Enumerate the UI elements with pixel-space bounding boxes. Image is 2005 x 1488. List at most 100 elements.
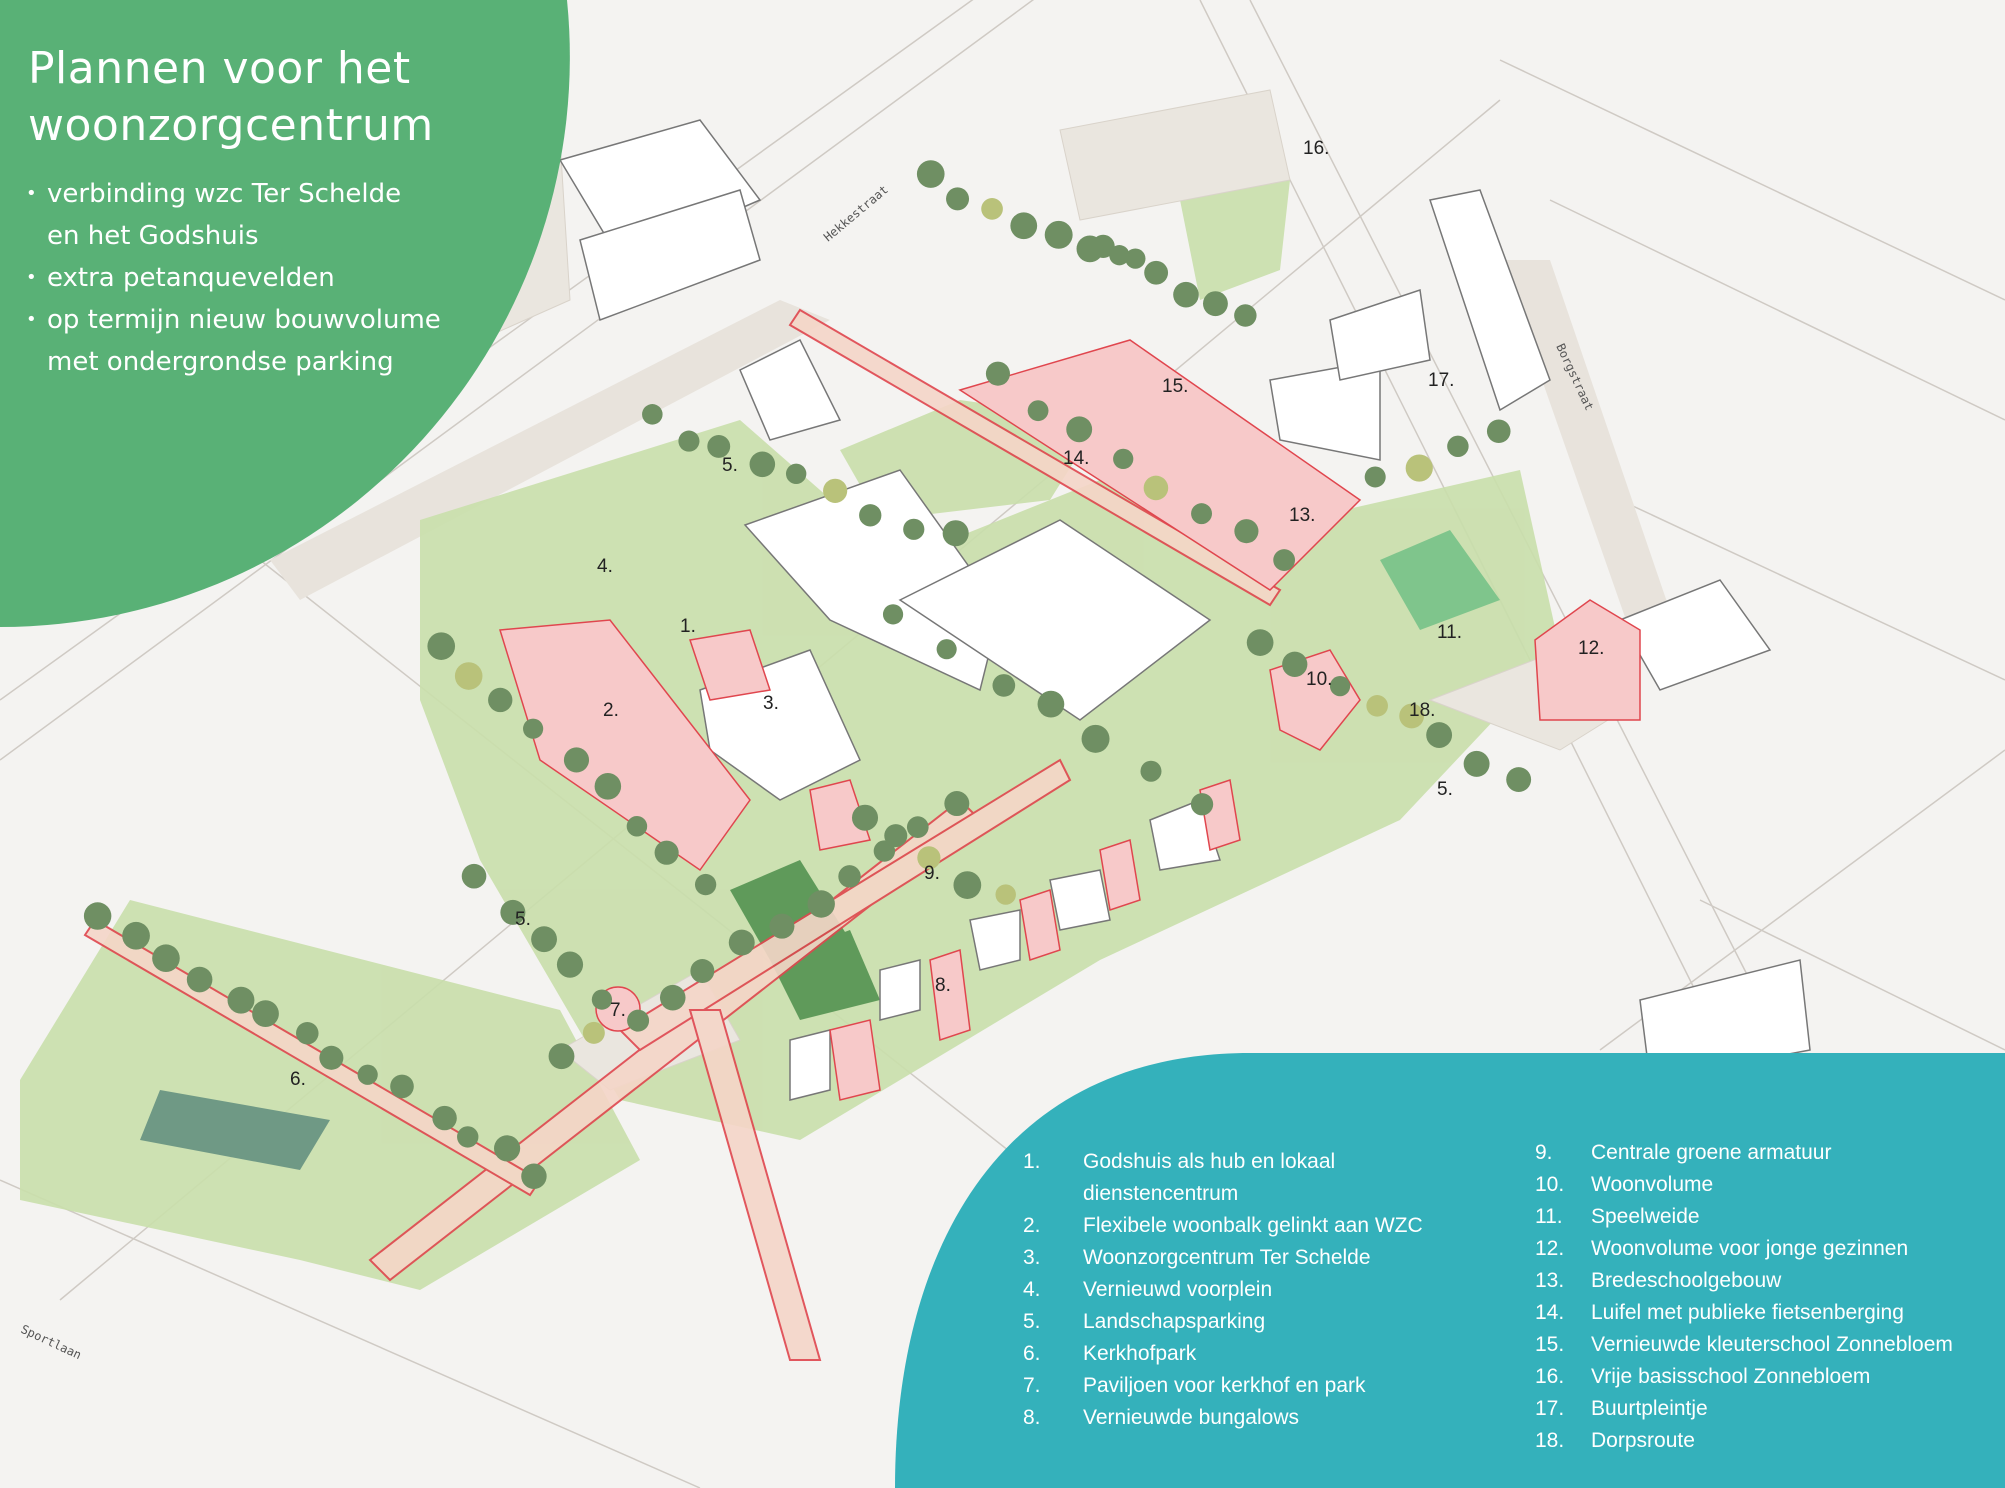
tree-icon: [1273, 549, 1296, 571]
tree-icon: [1405, 454, 1433, 482]
map-label-8: 8.: [935, 975, 951, 996]
tree-icon: [659, 984, 686, 1011]
tree-icon: [882, 604, 904, 625]
legend-text: Landschapsparking: [1083, 1310, 1266, 1333]
legend-text: Buurtpleintje: [1591, 1397, 1708, 1420]
map-label-5b: 5.: [515, 909, 531, 930]
tree-icon: [851, 804, 879, 831]
legend-text: Bredeschoolgebouw: [1591, 1269, 1782, 1292]
map-label-1: 1.: [680, 616, 696, 637]
map-label-13: 13.: [1289, 505, 1315, 526]
tree-icon: [390, 1074, 414, 1099]
map-label-5a: 5.: [722, 455, 738, 476]
tree-icon: [936, 639, 957, 660]
proposed-buildings: [499, 339, 1641, 1101]
tree-icon: [1113, 448, 1134, 470]
intro-panel-shape: [0, 0, 570, 627]
tree-icon: [707, 434, 731, 458]
tree-icon: [500, 899, 526, 925]
bullet-item: •extra petanquevelden: [26, 257, 507, 299]
tree-icon: [642, 404, 663, 425]
legend-text: Vernieuwde bungalows: [1083, 1406, 1299, 1429]
legend-item: 13.Bredeschoolgebouw: [1535, 1265, 1953, 1297]
map-label-18: 18.: [1409, 700, 1435, 721]
map-label-6: 6.: [290, 1069, 306, 1090]
tree-icon: [1173, 281, 1199, 308]
tree-icon: [563, 747, 590, 773]
tree-icon: [728, 929, 755, 956]
tree-icon: [1144, 260, 1169, 285]
tree-icon: [521, 1163, 547, 1189]
legend-text: Godshuis als hub en lokaal dienstencentr…: [1083, 1150, 1336, 1205]
tree-icon: [690, 959, 715, 983]
tree-icon: [1191, 503, 1213, 525]
tree-icon: [556, 951, 584, 978]
map-label-4: 4.: [597, 556, 613, 577]
legend-item: 9.Centrale groene armatuur: [1535, 1137, 1953, 1169]
legend-number: 11.: [1535, 1205, 1563, 1228]
legend-item: 11. Speelweide: [1535, 1201, 1953, 1233]
tree-icon: [981, 198, 1003, 220]
legend-number: 1.: [1023, 1150, 1041, 1173]
legend-item: 6.Kerkhofpark: [1023, 1338, 1443, 1370]
trees: [83, 160, 1532, 1189]
tree-icon: [694, 873, 717, 896]
tree-icon: [1109, 245, 1130, 266]
tree-icon: [83, 902, 112, 930]
legend-number: 5.: [1023, 1310, 1041, 1333]
tree-icon: [946, 187, 970, 211]
legend-number: 8.: [1023, 1406, 1041, 1429]
intro-bullet-list: • verbinding wzc Ter Schelde en het Godshu…: [26, 173, 507, 383]
bullet-item: • verbinding wzc Ter Schelde en het Godshu…: [26, 173, 507, 257]
legend-number: 18.: [1535, 1429, 1565, 1452]
tree-icon: [152, 944, 180, 973]
tree-icon: [1246, 629, 1274, 656]
bullet-text: met ondergrondse parking: [47, 347, 394, 377]
legend-text: Speelweide: [1591, 1205, 1700, 1228]
legend-item: 14.Luifel met publieke fietsenberging: [1535, 1297, 1953, 1329]
tree-icon: [454, 662, 483, 690]
legend-text: Luifel met publieke fietsenberging: [1591, 1301, 1904, 1324]
bullet-icon: •: [26, 267, 37, 288]
bullet-text: verbinding wzc Ter Schelde: [47, 179, 402, 209]
tree-icon: [122, 921, 150, 950]
legend-number: 16.: [1535, 1365, 1565, 1388]
legend-number: 10.: [1535, 1173, 1565, 1196]
tree-icon: [654, 840, 679, 865]
legend-number: 2.: [1023, 1214, 1041, 1237]
page-title: Plannen voor het woonzorgcentrum: [28, 40, 434, 154]
legend-item: 3.Woonzorgcentrum Ter Schelde: [1023, 1242, 1443, 1274]
legend-text: Flexibele woonbalk gelinkt aan WZC: [1083, 1214, 1423, 1237]
tree-icon: [903, 518, 925, 540]
tree-icon: [1027, 400, 1049, 422]
tree-icon: [627, 1009, 650, 1032]
legend-item: 2. Flexibele woonbalk gelinkt aan WZC: [1023, 1210, 1443, 1242]
legend-number: 17.: [1535, 1397, 1565, 1420]
bullet-icon: •: [26, 183, 37, 204]
tree-icon: [488, 687, 513, 713]
tree-icon: [916, 160, 945, 188]
tree-icon: [591, 989, 613, 1010]
tree-icon: [626, 816, 648, 837]
legend-item: 12.Woonvolume voor jonge gezinnen: [1535, 1233, 1953, 1265]
existing-buildings: [558, 119, 1811, 1101]
tree-icon: [186, 966, 213, 993]
map-label-11: 11.: [1437, 622, 1462, 643]
map-label-10: 10.: [1306, 669, 1332, 690]
legend-item: 16.Vrije basisschool Zonnebloem: [1535, 1361, 1953, 1393]
tree-icon: [1447, 435, 1469, 458]
legend-text: Paviljoen voor kerkhof en park: [1083, 1374, 1366, 1397]
map-label-3: 3.: [763, 693, 779, 714]
tree-icon: [594, 773, 622, 800]
tree-icon: [1234, 304, 1257, 327]
legend-number: 4.: [1023, 1278, 1041, 1301]
tree-icon: [1506, 767, 1532, 793]
tree-icon: [461, 863, 487, 889]
legend-text: Dorpsroute: [1591, 1429, 1695, 1452]
legend-item: 5. Landschapsparking: [1023, 1306, 1443, 1338]
bullet-text: en het Godshuis: [47, 221, 259, 251]
legend-item: 18. Dorpsroute: [1535, 1425, 1953, 1457]
tree-icon: [1329, 676, 1351, 697]
roads: [270, 260, 1680, 660]
